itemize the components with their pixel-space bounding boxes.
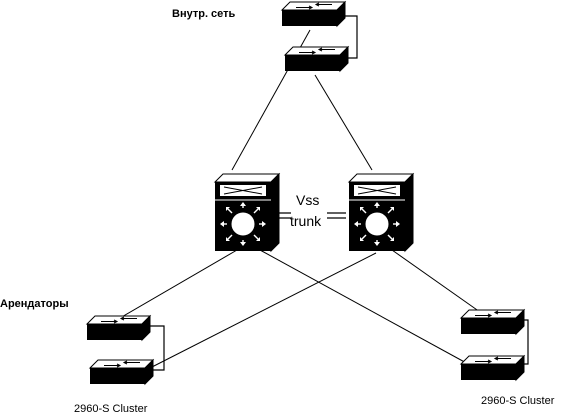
label-vss: Vss: [296, 192, 319, 208]
link-core-right-to-tenant: [149, 252, 377, 369]
switch-icon[interactable]: [284, 46, 349, 72]
label-tenants: Арендаторы: [0, 298, 69, 310]
switch-icon[interactable]: [86, 315, 151, 341]
multilayer-switch-icon[interactable]: [348, 173, 414, 252]
link-core-left-to-tenant: [119, 249, 238, 319]
label-internal-net: Внутр. сеть: [172, 8, 236, 20]
switch-icon[interactable]: [89, 359, 154, 385]
label-cluster-left: 2960-S Cluster: [74, 403, 148, 415]
switch-icon[interactable]: [281, 1, 346, 27]
switch-icon[interactable]: [460, 309, 525, 335]
label-trunk: trunk: [290, 213, 322, 229]
multilayer-switch-icon[interactable]: [214, 173, 280, 252]
switch-icon[interactable]: [460, 355, 525, 381]
link-core-left-to-cluster: [259, 249, 471, 366]
link-internal-to-core-right: [314, 74, 373, 171]
link-core-right-to-cluster: [391, 249, 481, 313]
links: [119, 29, 481, 369]
label-cluster-right: 2960-S Cluster: [481, 395, 555, 407]
stack-cable-tenants: [146, 325, 165, 371]
stack-cable-internal: [343, 15, 358, 59]
